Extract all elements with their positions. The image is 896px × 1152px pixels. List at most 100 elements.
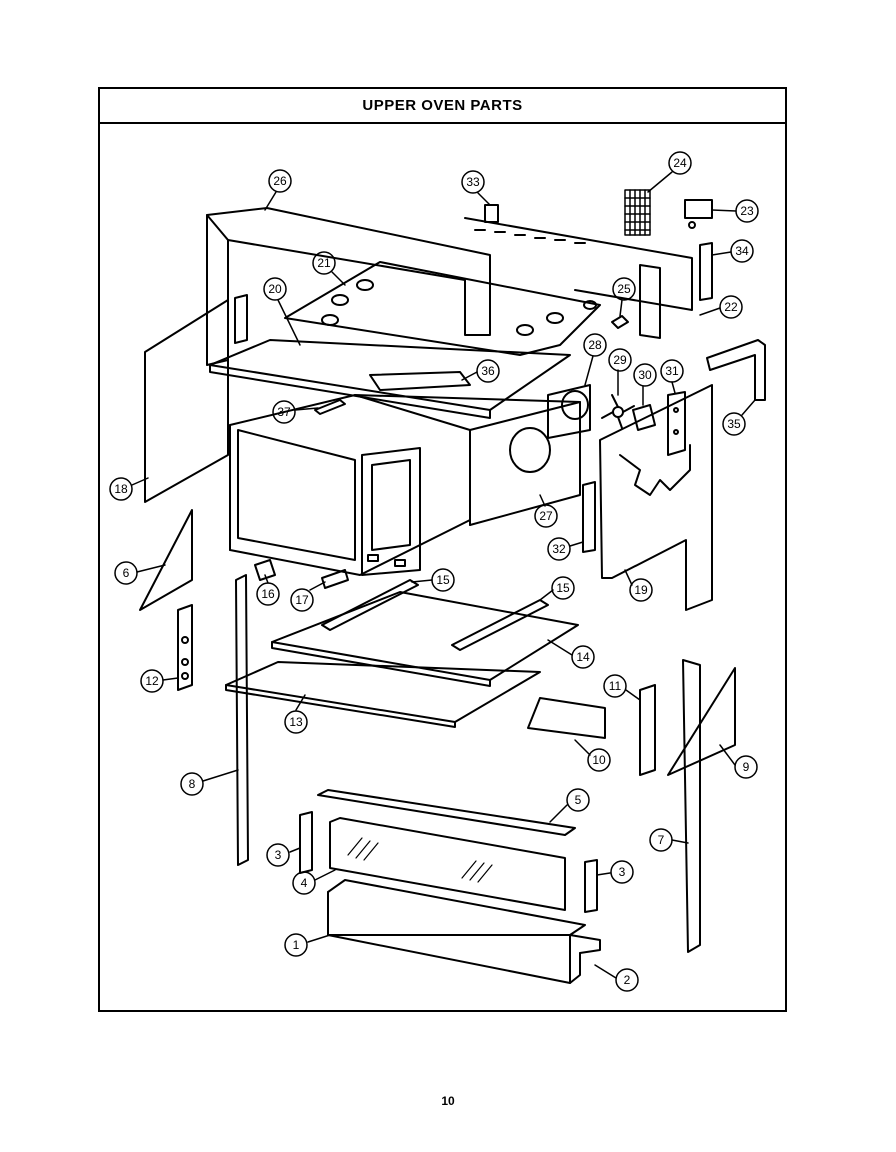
page-number: 10 [441,1094,455,1108]
callout-28: 28 [583,333,607,386]
callout-label-27: 27 [539,509,553,523]
part-top-plate [209,339,571,419]
callout-26: 26 [264,169,292,211]
callout-label-19: 19 [634,583,648,597]
part-right-side-panel [599,384,713,611]
callout-22: 22 [699,295,743,319]
callout-29: 29 [608,348,632,396]
callout-label-7: 7 [658,833,665,847]
callout-10: 10 [574,739,611,772]
part-grille [624,189,651,236]
callout-23: 23 [711,199,759,223]
callout-label-1: 1 [293,938,300,952]
part-small-bracket [684,199,713,229]
callout-label-28: 28 [588,338,602,352]
callout-13: 13 [284,694,308,734]
callout-label-36: 36 [481,364,495,378]
callout-9: 9 [719,744,758,779]
part-small-strip-37 [314,399,346,415]
part-left-side-insulation [144,294,248,503]
callout-34: 34 [711,239,754,263]
part-small-block-left [254,559,276,581]
part-bent-rod [706,339,766,401]
callout-7: 7 [649,828,689,852]
part-side-strip-right [584,859,598,913]
callout-label-21: 21 [317,256,331,270]
callout-label-22: 22 [724,300,738,314]
part-rail-strips [321,579,549,651]
part-side-bracket-34 [699,242,713,301]
callout-label-10: 10 [592,753,606,767]
callout-label-2: 2 [624,973,631,987]
callout-36: 36 [461,359,500,383]
callout-label-4: 4 [301,876,308,890]
part-fan-housing [547,384,591,439]
part-left-hinge-bracket [177,604,193,691]
callout-24: 24 [647,151,692,193]
callout-4: 4 [292,869,336,895]
part-insulation-pad-36 [369,371,471,391]
part-right-small-strip [639,684,656,776]
callout-label-35: 35 [727,417,741,431]
callout-15-right: 15 [539,576,575,601]
callout-14: 14 [547,639,595,669]
callout-label-31: 31 [665,364,679,378]
callout-label-37: 37 [277,405,291,419]
part-side-strip-left [299,811,313,874]
callout-label-32: 32 [552,542,566,556]
callout-19: 19 [624,569,653,602]
part-motor [632,404,656,431]
callout-6: 6 [114,561,166,585]
callout-33: 33 [461,170,491,206]
callout-label-24: 24 [673,156,687,170]
callout-label-26: 26 [273,174,287,188]
part-inner-top-panel [284,261,601,356]
part-left-triangle-panel [139,509,193,611]
callout-25: 25 [612,277,636,317]
part-large-bottom-panel [225,661,541,728]
callout-18: 18 [109,477,149,501]
callout-20: 20 [263,277,301,346]
callout-37: 37 [272,400,319,424]
part-bottom-trim [327,879,601,984]
callout-label-12: 12 [145,674,159,688]
part-oven-cavity [229,394,581,576]
callout-label-20: 20 [268,282,282,296]
callout-label-16: 16 [261,587,275,601]
callout-label-11: 11 [609,679,622,693]
callout-label-29: 29 [613,353,627,367]
part-small-block-right [321,569,349,589]
callout-label-18: 18 [114,482,128,496]
callout-label-3a: 3 [275,848,282,862]
part-right-rail [682,659,701,953]
callout-label-25: 25 [617,282,631,296]
diagram-title: UPPER OVEN PARTS [100,89,785,124]
callout-label-33: 33 [466,175,480,189]
callout-3-left: 3 [266,843,301,867]
callout-35: 35 [722,399,756,436]
callout-11: 11 [603,674,641,701]
part-back-panel [464,204,693,339]
part-clip [611,315,629,329]
callout-27: 27 [534,494,558,528]
part-small-channel [527,697,606,739]
callout-label-6: 6 [123,566,130,580]
callout-label-15a: 15 [436,573,450,587]
callout-5: 5 [549,788,590,823]
callout-16: 16 [256,574,280,606]
callout-12: 12 [140,669,179,693]
callout-17: 17 [290,581,326,612]
callout-15-upper: 15 [411,568,455,592]
part-glass-door-panel [329,817,566,911]
callout-label-15b: 15 [556,581,570,595]
callout-label-13: 13 [289,715,303,729]
part-right-triangle-panel [667,667,736,776]
callout-label-14: 14 [576,650,590,664]
part-door-top-strip [317,789,576,836]
callout-32: 32 [547,537,584,561]
diagram-frame: UPPER OVEN PARTS [98,87,787,1012]
part-motor-bracket [667,391,686,456]
callout-8: 8 [180,769,239,796]
callouts: 1 2 3 3 4 5 6 7 8 9 10 11 12 13 14 15 15… [109,151,759,992]
